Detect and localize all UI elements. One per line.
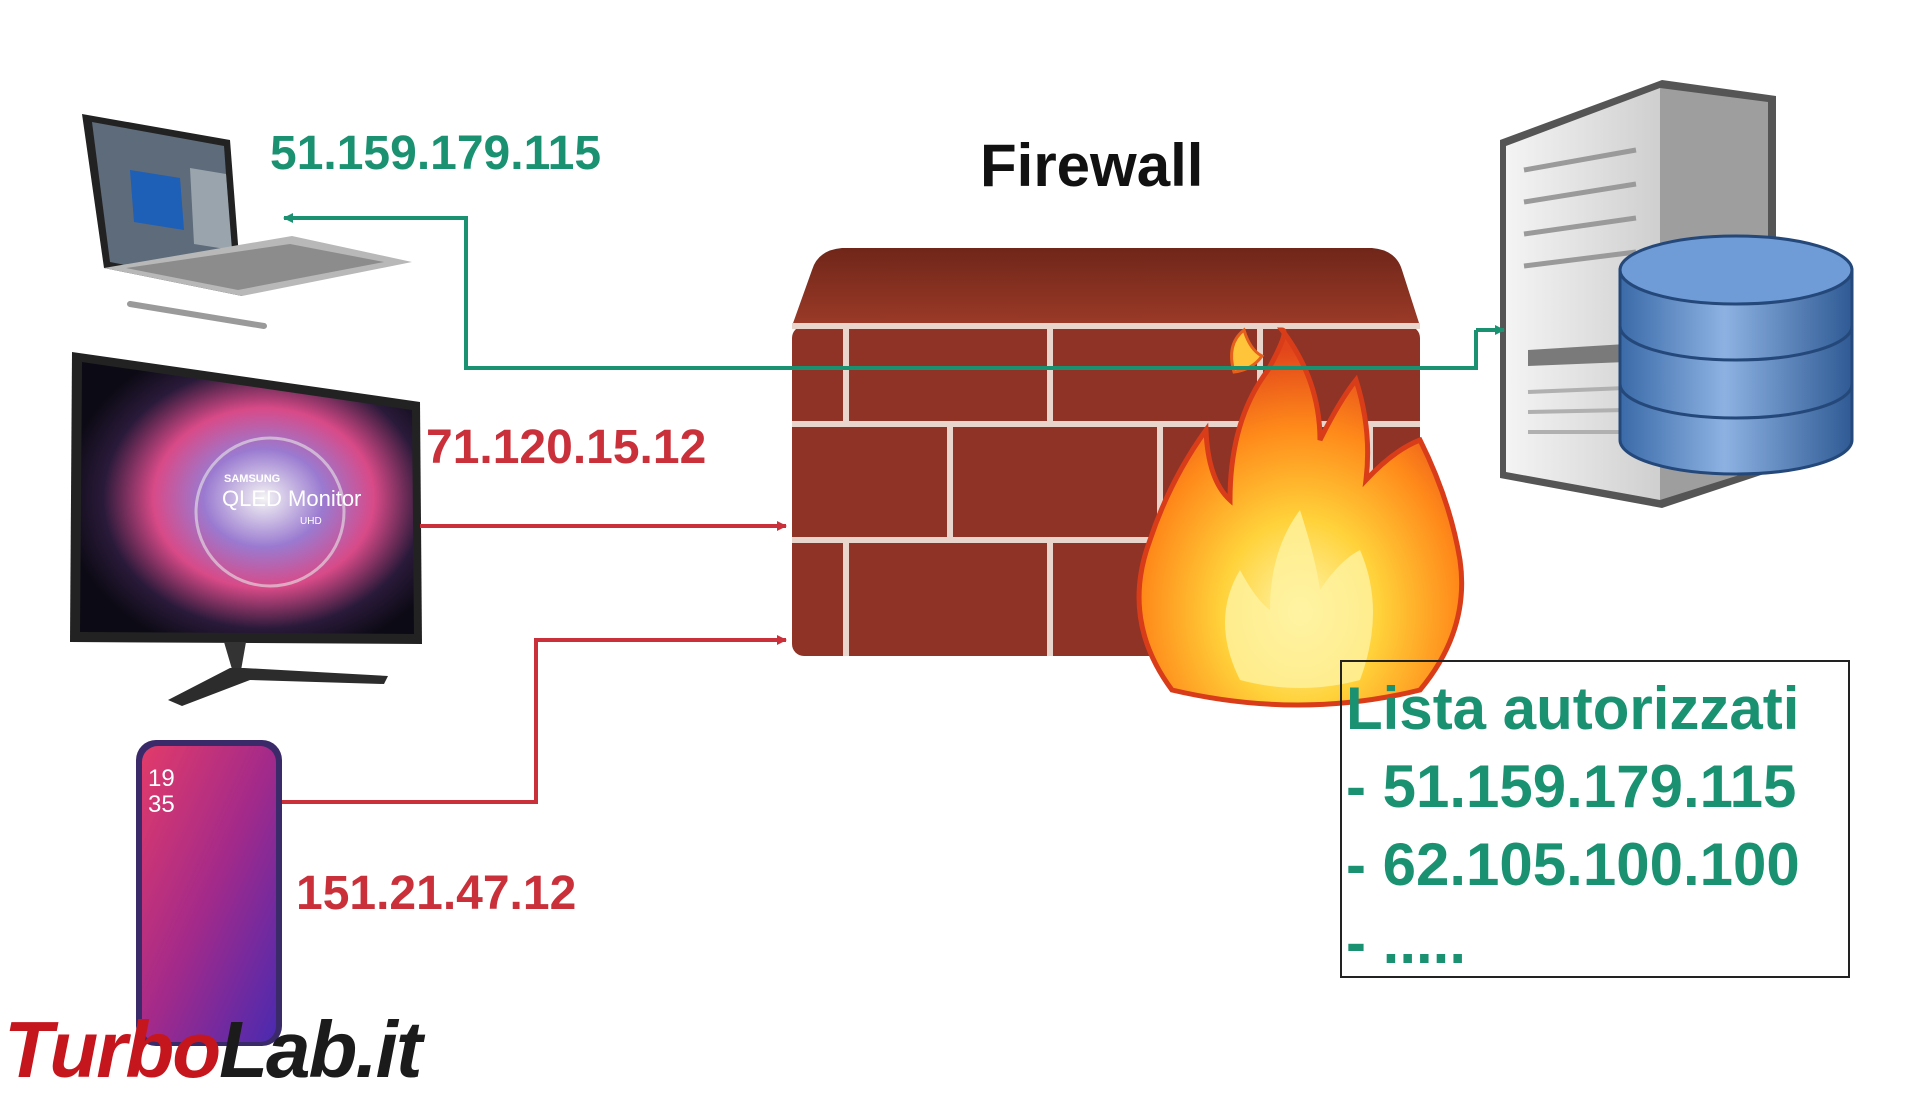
allowlist-box: Lista autorizzati - 51.159.179.115 - 62.…	[1340, 660, 1850, 978]
monitor-sub: UHD	[300, 516, 322, 527]
monitor-ip-label: 71.120.15.12	[426, 421, 707, 474]
logo-part-2: Lab.it	[219, 1005, 422, 1094]
blocked-arrow-phone	[282, 635, 787, 804]
monitor-brand: SAMSUNG	[224, 473, 280, 485]
diagram-title: Firewall	[980, 132, 1204, 199]
allowlist-entry: - 62.105.100.100	[1346, 831, 1800, 898]
allowlist-title: Lista autorizzati	[1346, 675, 1800, 742]
allowlist-entry: - .....	[1346, 909, 1466, 976]
allowlist-entry: - 51.159.179.115	[1346, 753, 1797, 820]
phone-ip-label: 151.21.47.12	[296, 867, 577, 920]
logo-part-1: Turbo	[4, 1005, 221, 1094]
turbolab-logo: TurboLab.it	[4, 1010, 422, 1090]
phone-clock-minute: 35	[148, 791, 175, 818]
database-icon	[1618, 234, 1854, 476]
monitor-model: QLED Monitor	[222, 486, 361, 511]
phone-icon: 19 35	[136, 740, 282, 1046]
laptop-icon	[82, 114, 412, 329]
phone-clock-hour: 19	[148, 765, 175, 792]
laptop-ip-label: 51.159.179.115	[270, 127, 602, 180]
allowed-connection-arrow	[283, 213, 1478, 370]
monitor-icon: SAMSUNG QLED Monitor UHD	[70, 352, 422, 706]
fire-icon	[1136, 327, 1465, 708]
